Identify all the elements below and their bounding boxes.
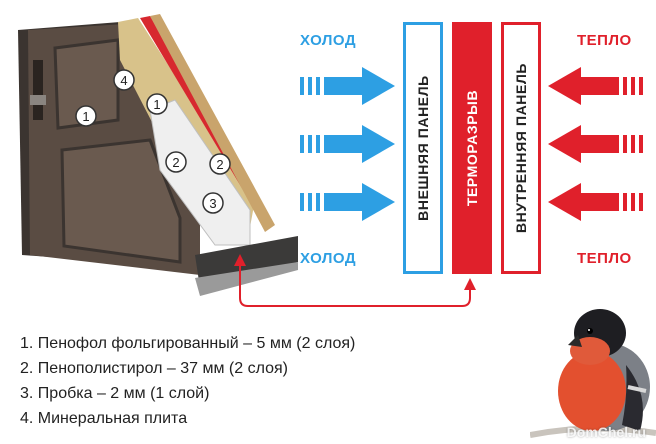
door-upper-panel (53, 38, 120, 130)
warm-arrows (548, 67, 643, 221)
marker-2a: 2 (165, 151, 187, 173)
thermal-break-panel: ТЕРМОРАЗРЫВ (452, 22, 492, 274)
outer-panel: ВНЕШНЯЯ ПАНЕЛЬ (403, 22, 443, 274)
warm-arrow-3 (548, 183, 643, 221)
cold-arrow-1 (300, 67, 395, 105)
legend-item-1: 1. Пенофол фольгированный – 5 мм (2 слоя… (20, 335, 356, 352)
label-warm-bottom: ТЕПЛО (577, 250, 632, 267)
marker-3: 3 (202, 192, 224, 214)
label-cold-top: ХОЛОД (300, 32, 357, 49)
door-sill-light (195, 262, 298, 296)
cold-arrow-3 (300, 183, 395, 221)
marker-4: 4 (113, 69, 135, 91)
cold-arrows (300, 67, 395, 221)
outer-panel-label: ВНЕШНЯЯ ПАНЕЛЬ (415, 75, 432, 221)
outer-wood-panel (150, 14, 275, 232)
marker-1b: 1 (146, 93, 168, 115)
marker-1a: 1 (75, 105, 97, 127)
label-warm-top: ТЕПЛО (577, 32, 632, 49)
watermark: DomChel.ru (566, 424, 646, 440)
warm-arrow-2 (548, 125, 643, 163)
legend-item-4: 4. Минеральная плита (20, 410, 188, 427)
svg-text:1: 1 (82, 109, 89, 124)
legend-item-2: 2. Пенополистирол – 37 мм (2 слоя) (20, 360, 289, 377)
svg-text:2: 2 (216, 157, 223, 172)
door-cross-section: 4 1 1 2 2 3 (18, 14, 298, 296)
svg-text:4: 4 (120, 73, 127, 88)
svg-text:3: 3 (209, 196, 216, 211)
door-hinge (30, 95, 46, 105)
thermal-break-label: ТЕРМОРАЗРЫВ (464, 89, 480, 207)
svg-text:1: 1 (153, 97, 160, 112)
legend-item-3: 3. Пробка – 2 мм (1 слой) (20, 385, 210, 402)
svg-text:2: 2 (172, 155, 179, 170)
inner-panel: ВНУТРЕННЯЯ ПАНЕЛЬ (501, 22, 541, 274)
bullfinch-bird-image (530, 309, 656, 438)
inner-panel-label: ВНУТРЕННЯЯ ПАНЕЛЬ (513, 62, 530, 234)
cold-arrow-2 (300, 125, 395, 163)
label-cold-bottom: ХОЛОД (300, 250, 357, 267)
warm-arrow-1 (548, 67, 643, 105)
door-inner-panel (60, 138, 182, 264)
door-lock (33, 60, 43, 120)
marker-2b: 2 (209, 153, 231, 175)
